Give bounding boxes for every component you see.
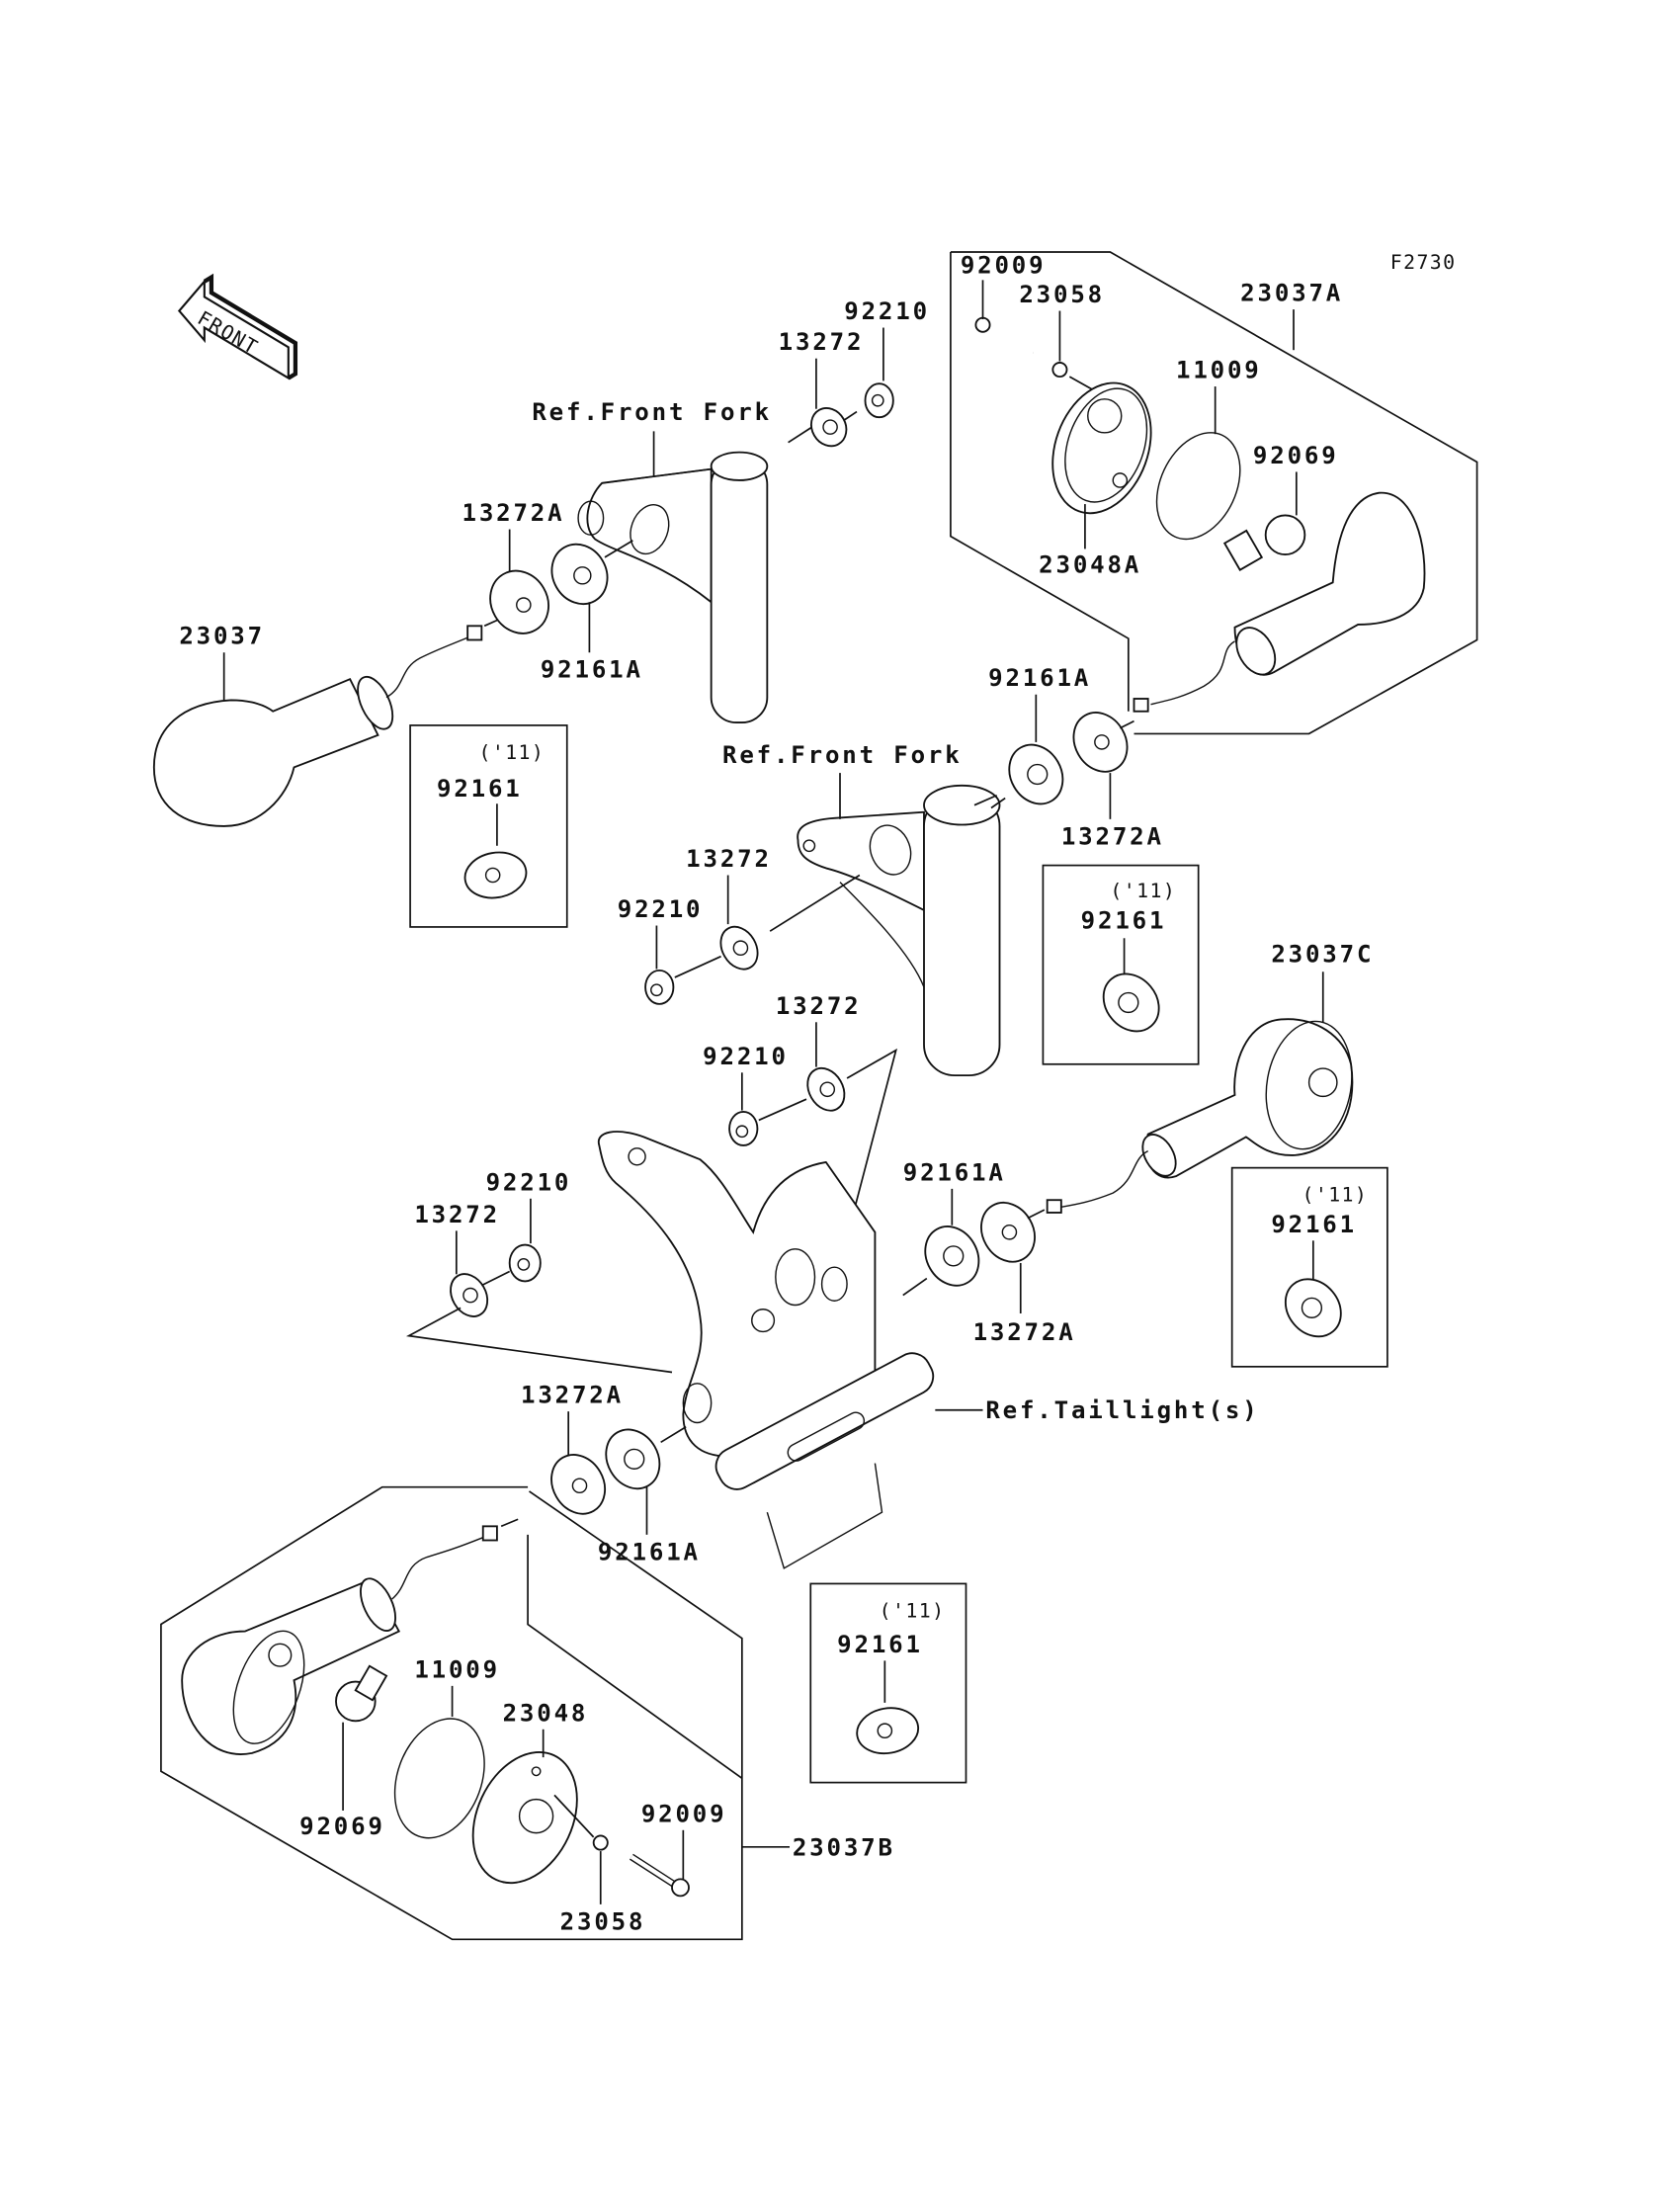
front-fork-lower [797, 784, 1001, 1077]
grommet-92161A-b [1008, 743, 1064, 805]
year-box-3-year: ('11) [1302, 1184, 1368, 1207]
gasket-11009-top [1155, 432, 1241, 541]
year-box-1: ('11) 92161 [409, 724, 568, 928]
front-arrow-icon: FRONT [177, 273, 298, 380]
label-13272-a: 13272 [779, 328, 865, 356]
bulb-92069-top [1222, 514, 1306, 571]
label-92161A-a: 92161A [541, 656, 643, 684]
label-ref-front-fork-upper: Ref.Front Fork [532, 398, 772, 426]
label-92161A-d: 92161A [598, 1538, 701, 1565]
label-23048A: 23048A [1039, 550, 1141, 578]
nut-92210-b [644, 969, 675, 1005]
label-92069-top: 92069 [1253, 442, 1339, 469]
nut-92210-c [728, 1111, 759, 1146]
label-11009-top: 11009 [1176, 357, 1262, 384]
label-92210-d: 92210 [486, 1168, 572, 1196]
label-ref-front-fork-lower: Ref.Front Fork [722, 741, 963, 769]
year-box-2-year: ('11) [1110, 880, 1176, 902]
nut-92210-d [508, 1243, 542, 1283]
label-92069-bottom: 92069 [299, 1813, 385, 1840]
lens-23048 [471, 1750, 578, 1885]
year-box-4: ('11) 92161 [809, 1582, 967, 1784]
label-92009-top: 92009 [961, 251, 1047, 279]
label-23037A: 23037A [1240, 280, 1343, 307]
screw-92009-top [974, 316, 1035, 355]
grommet-92161A-d [605, 1428, 661, 1490]
group-23037A [950, 251, 1478, 735]
grommet-92161A-c [924, 1225, 980, 1287]
year-box-1-year: ('11) [478, 741, 545, 764]
label-23037: 23037 [179, 623, 265, 650]
lens-cover-23048A [1051, 381, 1152, 515]
label-23048: 23048 [503, 1699, 589, 1727]
front-fork-upper [577, 451, 769, 724]
label-23037B: 23037B [793, 1833, 895, 1861]
label-23058-bottom: 23058 [560, 1907, 646, 1935]
turn-signal-23037C [1046, 1018, 1354, 1214]
plate-13272A-a [489, 569, 549, 634]
plate-13272A-d [550, 1454, 607, 1515]
year-box-4-year: ('11) [880, 1599, 946, 1622]
lock-washer-13272-a [809, 407, 848, 448]
label-92009-bottom: 92009 [641, 1800, 727, 1827]
label-92210-a: 92210 [844, 297, 930, 325]
lock-washer-13272-b [719, 925, 759, 971]
gasket-11009-bottom [393, 1718, 485, 1839]
screw-92009-bottom [629, 1853, 690, 1898]
group-23037B [160, 1485, 743, 1941]
label-13272-b: 13272 [686, 845, 772, 873]
label-92161A-b: 92161A [988, 664, 1091, 692]
plate-13272A-b [1072, 712, 1129, 773]
label-ref-taillight: Ref.Taillight(s) [985, 1396, 1259, 1424]
grommet-92161A-a [550, 543, 609, 605]
label-23058-top: 23058 [1019, 281, 1105, 308]
label-13272A-b: 13272A [1061, 822, 1164, 850]
turn-signal-23037A [1133, 491, 1426, 713]
washer-23058-top [1051, 362, 1068, 379]
label-13272A-c: 13272A [973, 1318, 1076, 1346]
label-23037C: 23037C [1271, 940, 1374, 968]
year-box-1-part: 92161 [437, 775, 523, 803]
label-13272-d: 13272 [414, 1201, 500, 1228]
plate-13272A-c [980, 1202, 1036, 1263]
year-box-4-part: 92161 [837, 1631, 923, 1658]
year-box-2: ('11) 92161 [1042, 864, 1200, 1065]
lock-washer-13272-c [806, 1066, 846, 1112]
label-11009-bottom: 11009 [414, 1655, 500, 1683]
year-box-3-part: 92161 [1271, 1211, 1357, 1238]
label-92161A-c: 92161A [903, 1158, 1006, 1186]
bulb-92069-bottom [335, 1664, 388, 1723]
label-13272A-a: 13272A [462, 499, 565, 527]
label-92210-c: 92210 [703, 1043, 789, 1070]
label-13272A-d: 13272A [521, 1382, 624, 1409]
taillight-bracket [597, 1131, 935, 1569]
year-box-2-part: 92161 [1081, 906, 1167, 934]
turn-signal-23037B [181, 1518, 519, 1755]
lock-washer-13272-d [450, 1273, 489, 1317]
washer-23058-bottom [592, 1834, 609, 1851]
figure-id: F2730 [1390, 251, 1457, 274]
turn-signal-23037 [152, 619, 498, 827]
label-13272-c: 13272 [776, 992, 862, 1020]
year-box-3: ('11) 92161 [1230, 1166, 1388, 1368]
nut-92210-a [864, 382, 894, 419]
label-92210-b: 92210 [618, 895, 704, 923]
